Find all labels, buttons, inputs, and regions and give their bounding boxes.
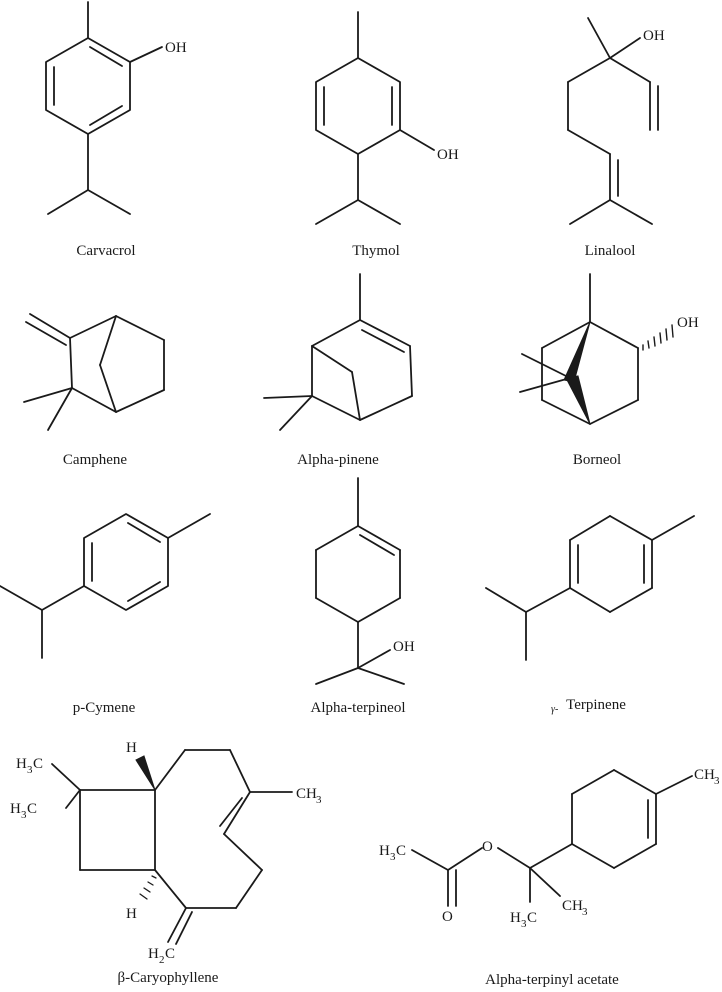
alpha-terpinyl-acetate-structure: H 3 C O O CH 3 CH 3 H 3 C (379, 767, 720, 930)
camphene-structure (23, 313, 165, 431)
caryophyllene-ch3-sub: 3 (316, 794, 322, 806)
p-cymene-name: p-Cymene (73, 700, 136, 716)
acetate-h3c-h: H (379, 843, 390, 859)
linalool-structure: OH (567, 17, 665, 225)
acetate-h3c2-sub: 3 (521, 918, 527, 930)
acetate-h3c2-c: C (527, 910, 537, 926)
acetate-ch3-ch: CH (562, 898, 583, 914)
caryophyllene-h3c-2-sub: 3 (21, 809, 27, 821)
acetate-ring-ch3-ch: CH (694, 767, 715, 783)
acetate-h3c-c: C (396, 843, 406, 859)
caryophyllene-h2c-sub: 2 (159, 954, 165, 966)
linalool-oh-label: OH (643, 28, 665, 44)
alpha-pinene-name: Alpha-pinene (297, 452, 379, 468)
carvacrol-name: Carvacrol (76, 243, 135, 259)
caryophyllene-h3c-2-c: C (27, 801, 37, 817)
p-cymene-structure (0, 513, 211, 659)
caryophyllene-h3c-1-c: C (33, 756, 43, 772)
acetate-ring-ch3-sub: 3 (714, 775, 720, 787)
caryophyllene-ch3-ch: CH (296, 786, 317, 802)
carvacrol-structure: OH (45, 1, 187, 215)
acetate-carbonyl-o: O (442, 909, 453, 925)
caryophyllene-h3c-1-sub: 3 (27, 764, 33, 776)
borneol-name: Borneol (573, 452, 621, 468)
acetate-ch3-sub: 3 (582, 906, 588, 918)
alpha-terpineol-name: Alpha-terpineol (311, 700, 406, 716)
carvacrol-oh-label: OH (165, 40, 187, 56)
caryophyllene-h-top: H (126, 740, 137, 756)
alpha-terpinyl-acetate-name: Alpha-terpinyl acetate (485, 972, 619, 987)
caryophyllene-hash-bond (139, 875, 157, 900)
caryophyllene-h2c-h: H (148, 946, 159, 962)
camphene-name: Camphene (63, 452, 127, 468)
alpha-terpineol-oh-label: OH (393, 639, 415, 655)
linalool-name: Linalool (585, 243, 636, 259)
alpha-terpineol-structure: OH (315, 477, 415, 685)
caryophyllene-h3c-2-h: H (10, 801, 21, 817)
gamma-terpinene-structure (485, 515, 695, 661)
acetate-h3c2-h: H (510, 910, 521, 926)
acetate-h3c-sub: 3 (390, 851, 396, 863)
borneol-structure: OH (519, 273, 699, 425)
gamma-terpinene-name: Terpinene (566, 697, 626, 713)
caryophyllene-h3c-1-h: H (16, 756, 27, 772)
borneol-oh-label: OH (677, 315, 699, 331)
beta-caryophyllene-name: β-Caryophyllene (118, 970, 219, 986)
thymol-oh-label: OH (437, 147, 459, 163)
alpha-pinene-structure (263, 273, 413, 431)
beta-caryophyllene-structure: H H H 3 C H 3 C CH 3 H 2 C (10, 740, 322, 966)
acetate-ester-o: O (482, 839, 493, 855)
caryophyllene-h-bottom: H (126, 906, 137, 922)
thymol-structure: OH (315, 11, 459, 225)
gamma-prefix: γ- (551, 704, 558, 715)
thymol-name: Thymol (352, 243, 400, 259)
caryophyllene-h2c-c: C (165, 946, 175, 962)
borneol-hash-bond (642, 324, 674, 351)
